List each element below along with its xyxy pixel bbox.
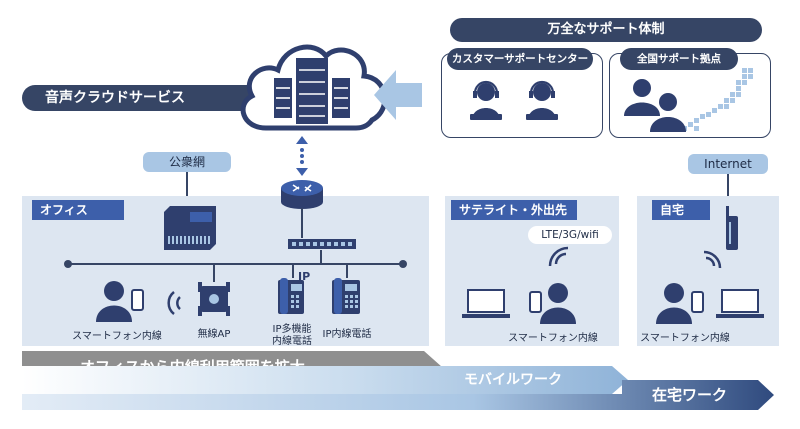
switch-hub-icon [288,237,356,251]
dotted-connection-icon [292,136,312,176]
ap-drop-line [213,264,215,282]
mobile-band-label: モバイルワーク [464,372,562,388]
office-lan-line [63,258,408,270]
public-network-line [186,172,188,196]
satellite-wifi-icon [548,246,576,268]
satellite-smartphone-label: スマートフォン内線 [508,333,598,344]
japan-map-icon [680,66,764,134]
office-user-icon [96,280,146,322]
satellite-panel [445,196,619,346]
ip-mark-text: IP [298,270,311,283]
ip-phone-icon [330,276,364,316]
ip-multifunction-phone-icon [276,276,312,316]
gateway-device-icon [164,206,216,250]
wireless-ap-icon [196,280,232,316]
cloud-title-banner [22,85,260,111]
ipmulti-drop-line [292,264,294,278]
home-tag: 自宅 [652,200,710,220]
office-wifi-icon [162,290,184,316]
mobile-band [22,366,628,394]
support-staff-icon [622,76,692,132]
home-band [22,380,774,410]
ip-phone-label: IP内線電話 [322,329,372,340]
satellite-laptop-icon [462,288,510,320]
home-router-icon [724,206,740,250]
wireless-label: LTE/3G/wifi [528,226,612,244]
support-arrow-icon [374,66,424,124]
headset-operator-icon [470,78,570,122]
home-band-label: 在宅ワーク [652,386,728,404]
wireless-ap-label: 無線AP [197,329,231,340]
ip-multifunction-label-1: IP多機能 [272,324,312,335]
office-panel [22,196,429,346]
public-network-label: 公衆網 [143,152,231,172]
satellite-user-icon [528,282,578,324]
switch-drop-line [320,250,322,264]
support-card-center-title: カスタマーサポートセンター [447,48,593,70]
home-wifi-icon [698,248,722,270]
cloud-title: 音声クラウドサービス [45,90,185,106]
home-smartphone-label: スマートフォン内線 [640,333,730,344]
ip-multifunction-label-2: 内線電話 [272,336,312,347]
internet-line [727,174,729,196]
ipphone-drop-line [346,264,348,278]
satellite-tag: サテライト・外出先 [451,200,577,220]
internet-label: Internet [688,154,768,174]
router-icon [279,176,325,210]
support-card-regional-title: 全国サポート拠点 [620,48,738,70]
router-line [301,208,303,238]
support-title: 万全なサポート体制 [450,18,762,42]
office-tag: オフィス [32,200,124,220]
home-laptop-icon [716,288,764,320]
office-smartphone-label: スマートフォン内線 [72,331,162,342]
home-user-icon [656,282,706,324]
cloud-server-icon [228,32,396,134]
